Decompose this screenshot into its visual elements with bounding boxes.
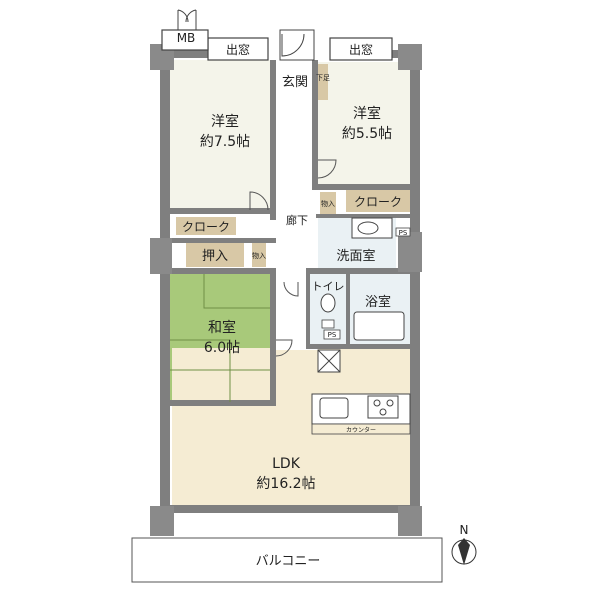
wall-western-left-bottom	[170, 208, 276, 214]
western-room-left-name: 洋室	[211, 113, 239, 130]
burner-icon	[373, 399, 381, 407]
closet-left-label: クローク	[182, 220, 230, 234]
compass-label: N	[460, 523, 469, 537]
wall-toilet-right	[346, 274, 350, 344]
mono-right	[320, 192, 336, 214]
washroom-label: 洗面室	[336, 248, 375, 264]
wall-wash-top	[316, 214, 412, 218]
wall-wash-bottom	[306, 268, 412, 274]
western-room-right-floor	[318, 62, 416, 188]
toilet-icon	[320, 293, 336, 313]
wall-right	[410, 50, 420, 510]
stove-icon	[367, 395, 399, 419]
wall-japanese-top	[170, 268, 276, 274]
door-western-right-icon	[317, 159, 337, 179]
wall-japanese-right	[270, 270, 276, 402]
closet-left	[176, 217, 236, 235]
wall-bottom	[160, 505, 420, 513]
pillar-top-right	[398, 44, 422, 70]
toilet-label: トイレ	[312, 280, 345, 293]
pillar-mid-left	[150, 238, 172, 274]
bathtub-icon	[353, 311, 405, 341]
wall-oshiire-top	[170, 238, 276, 243]
pillar-mid-right	[398, 232, 422, 272]
kitchen-sink-icon	[319, 397, 349, 419]
ps-toilet-label: PS	[328, 331, 337, 339]
ps-toilet-box	[323, 329, 341, 340]
mb-label: MB	[177, 31, 196, 45]
door-western-left-icon	[249, 191, 269, 211]
compass-needle-icon	[458, 538, 470, 565]
door-toilet-icon	[283, 281, 299, 297]
western-room-left-size: 約7.5帖	[200, 134, 250, 150]
wall-toilet-left	[306, 274, 310, 344]
western-room-left-floor	[170, 60, 275, 210]
burner-icon	[386, 399, 394, 407]
entrance-area	[279, 29, 315, 61]
mono-right-label: 物入	[321, 199, 335, 208]
japanese-room-size: 6.0帖	[204, 340, 240, 356]
balcony-outline	[131, 537, 443, 583]
shoe-box-label: 下足	[316, 74, 330, 82]
japanese-room-name: 和室	[208, 319, 236, 336]
western-room-right-size: 約5.5帖	[342, 126, 392, 142]
bay-window-right-label: 出窓	[349, 42, 373, 57]
entrance-door-icon	[281, 33, 305, 57]
ldk-size: 約16.2帖	[256, 476, 315, 492]
wall-hall-left-upper	[270, 60, 276, 220]
mono-left	[252, 243, 266, 267]
mb-box	[161, 29, 209, 51]
closet-right	[346, 190, 411, 212]
western-room-right-name: 洋室	[353, 105, 381, 122]
compass-circle-icon	[451, 539, 477, 565]
hallway-label: 廊下	[286, 213, 308, 227]
ldk-name: LDK	[272, 456, 301, 472]
wall-hall-right-upper	[312, 60, 318, 190]
burner-icon	[379, 408, 387, 416]
oshiire	[186, 243, 244, 267]
toilet-tank-icon	[321, 319, 335, 329]
pillar-bottom-right	[398, 506, 422, 536]
ps-wash-label: PS	[399, 229, 408, 237]
entrance-label: 玄関	[282, 75, 308, 90]
pillar-bottom-left	[150, 506, 174, 536]
mono-left-label: 物入	[252, 251, 266, 260]
closet-right-label: クローク	[354, 195, 402, 209]
bathroom-label: 浴室	[365, 294, 391, 310]
sink-icon	[357, 221, 379, 235]
bay-window-left-label: 出窓	[226, 42, 250, 57]
bay-window-right	[329, 37, 393, 61]
tatami-lines	[170, 274, 270, 402]
ps-wash-box	[395, 227, 411, 237]
door-ldk-icon	[275, 339, 293, 357]
oshiire-label: 押入	[202, 249, 228, 264]
wall-japanese-bottom	[170, 400, 276, 406]
balcony-label: バルコニー	[256, 554, 321, 569]
counter-bar	[311, 423, 411, 435]
mb-door-icon	[177, 9, 197, 30]
wall-left	[160, 50, 170, 510]
wall-ldk-top	[306, 344, 412, 349]
wall-western-right-bottom	[318, 184, 416, 190]
shoe-box	[318, 64, 328, 100]
kitchen-box-cross-icon	[317, 349, 341, 373]
counter-label: カウンター	[346, 426, 376, 434]
wall-top-left	[160, 50, 220, 58]
